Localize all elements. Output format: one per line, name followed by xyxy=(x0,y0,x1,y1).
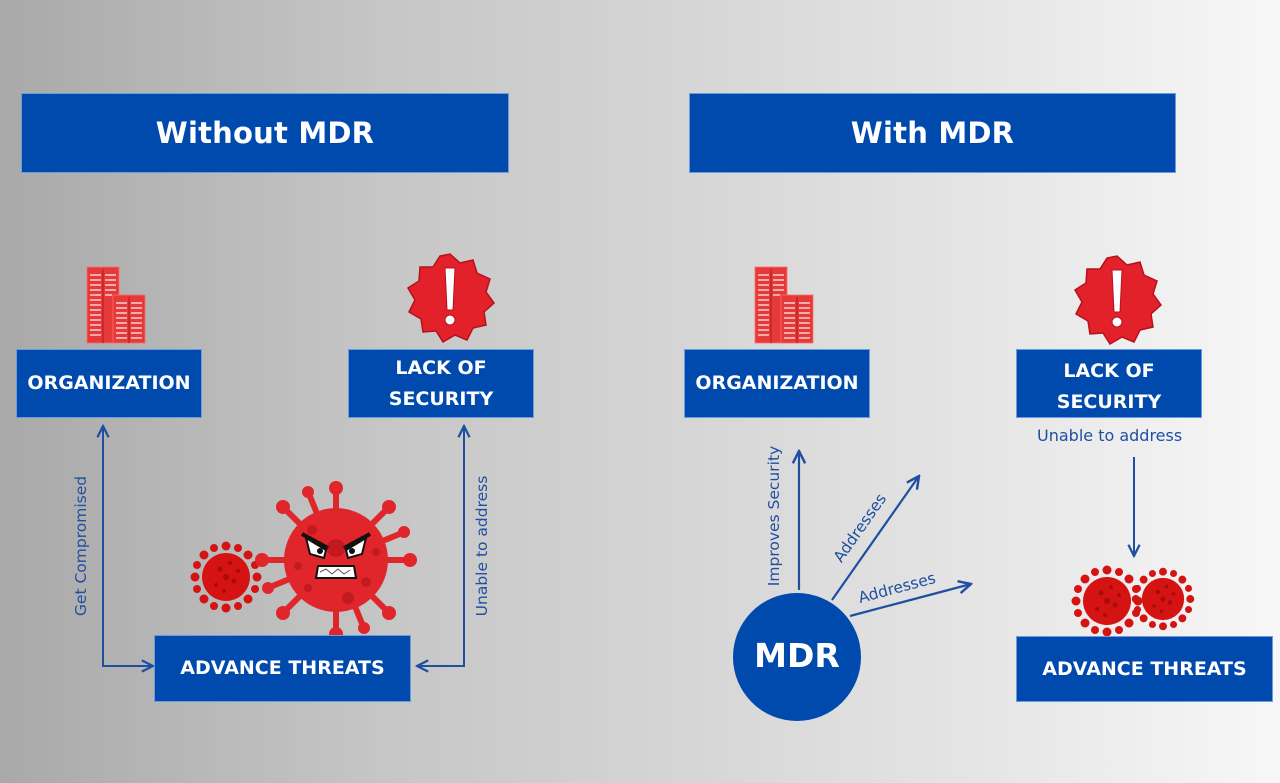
get-compromised-arrow xyxy=(103,426,153,666)
warning-badge-icon-right xyxy=(1074,255,1162,345)
building-icon xyxy=(86,266,146,344)
get-compromised-label: Get Compromised xyxy=(72,475,90,617)
unable-to-address-arrow xyxy=(417,426,464,666)
virus-icon-right-1 xyxy=(1071,565,1143,637)
advance-threats-box-right: ADVANCE THREATS xyxy=(1016,636,1273,702)
angry-virus-icon xyxy=(255,481,417,641)
lack-of-security-box: LACK OF SECURITY xyxy=(348,349,534,418)
improves-security-label: Improves Security xyxy=(765,445,783,587)
building-icon-right xyxy=(754,266,814,344)
organization-box-right: ORGANIZATION xyxy=(684,349,870,418)
advance-threats-label-right: ADVANCE THREATS xyxy=(1042,657,1247,680)
unable-to-address-label-right: Unable to address xyxy=(1037,426,1183,445)
lack-of-security-line1: LACK OF xyxy=(395,356,487,379)
lack-of-security-box-right: LACK OF SECURITY xyxy=(1016,349,1202,418)
left-panel-title: Without MDR xyxy=(21,93,509,173)
warning-badge-icon xyxy=(407,253,495,343)
virus-icon xyxy=(190,541,262,613)
lack-of-security-line2-right: SECURITY xyxy=(1056,390,1162,413)
lack-of-security-line2: SECURITY xyxy=(388,387,494,410)
advance-threats-box: ADVANCE THREATS xyxy=(154,635,411,702)
advance-threats-label: ADVANCE THREATS xyxy=(180,657,385,679)
right-panel-title: With MDR xyxy=(689,93,1176,173)
mdr-label: MDR xyxy=(754,636,840,675)
lack-of-security-line1-right: LACK OF xyxy=(1063,359,1155,382)
addresses-arrow-1 xyxy=(831,476,919,601)
organization-label: ORGANIZATION xyxy=(27,372,191,394)
addresses-arrow-2 xyxy=(849,584,971,618)
organization-box: ORGANIZATION xyxy=(16,349,202,418)
unable-to-address-label: Unable to address xyxy=(473,475,491,617)
organization-label-right: ORGANIZATION xyxy=(695,372,859,394)
mdr-circle xyxy=(733,593,861,721)
